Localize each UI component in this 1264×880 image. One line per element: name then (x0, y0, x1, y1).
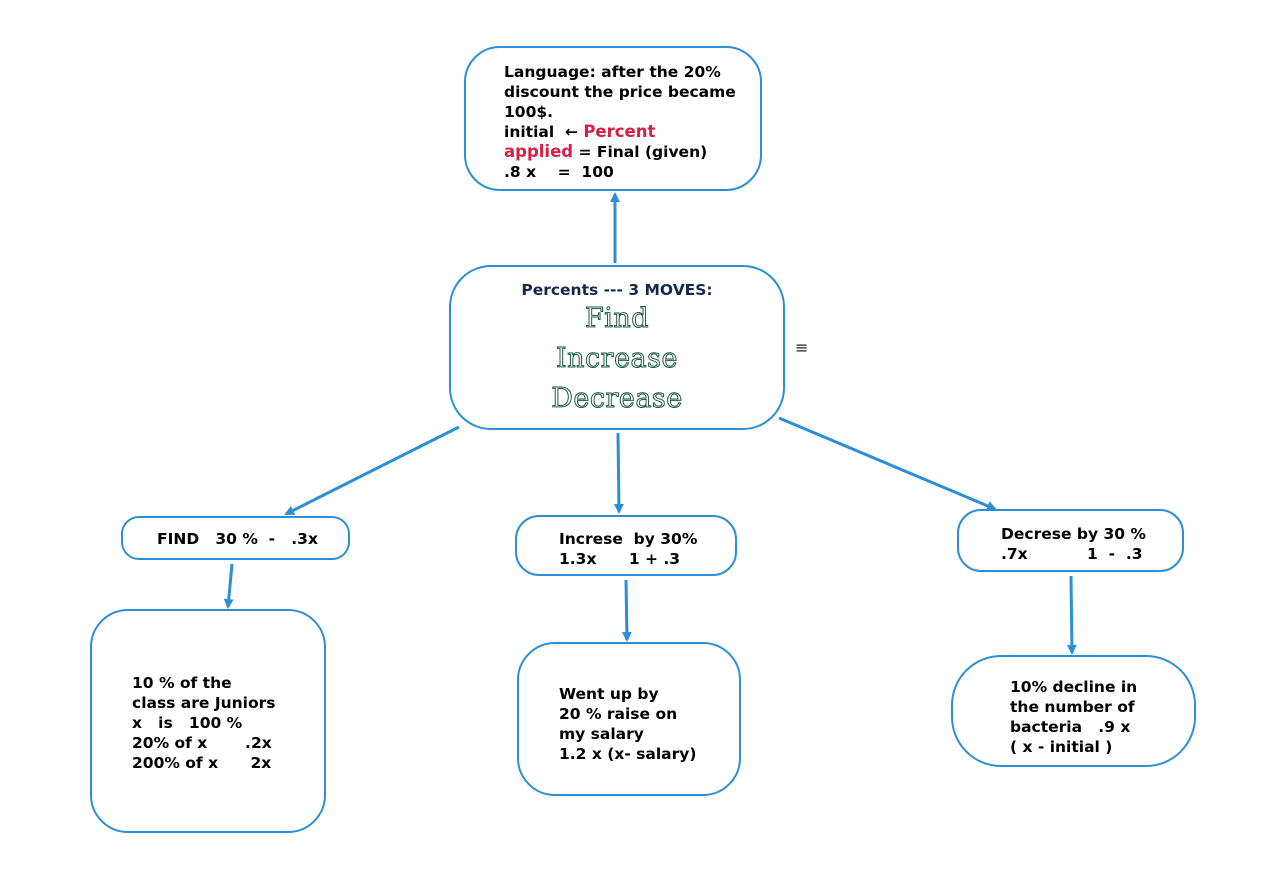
decrease-node[interactable]: Decrese by 30 % .7x 1 - .3 (957, 509, 1184, 572)
find-example-node[interactable]: 10 % of the class are Juniors x is 100 %… (90, 609, 326, 833)
decrease-example-node[interactable]: 10% decline in the number of bacteria .9… (951, 655, 1196, 767)
menu-icon[interactable]: ≡ (795, 338, 809, 357)
percents-moves-node[interactable]: Percents --- 3 MOVES: Find Increase Decr… (449, 265, 785, 430)
language-line-3: 100$. (504, 103, 554, 121)
center-heading: Percents --- 3 MOVES: (521, 281, 713, 299)
language-line-2: discount the price became (504, 83, 736, 101)
applied-highlight: applied (504, 142, 574, 161)
arrow-find-to-example (223, 563, 234, 609)
increase-node[interactable]: Increse by 30% 1.3x 1 + .3 (515, 515, 737, 576)
move-increase: Increase (556, 343, 679, 375)
find-example-text: 10 % of the class are Juniors x is 100 %… (132, 674, 276, 772)
decrease-text: Decrese by 30 % .7x 1 - .3 (1001, 525, 1146, 563)
move-decrease: Decrease (551, 383, 683, 415)
find-text: FIND 30 % - .3x (157, 530, 318, 548)
find-node[interactable]: FIND 30 % - .3x (121, 516, 350, 560)
move-find: Find (584, 303, 650, 335)
language-line-1: Language: after the 20% (504, 63, 721, 81)
decrease-example-text: 10% decline in the number of bacteria .9… (1010, 678, 1138, 756)
language-line-6: .8 x = 100 (504, 163, 614, 181)
language-text: Language: after the 20% discount the pri… (504, 62, 736, 182)
language-line-4: initial ← (504, 123, 584, 141)
increase-example-text: Went up by 20 % raise on my salary 1.2 x… (559, 685, 697, 763)
increase-text: Increse by 30% 1.3x 1 + .3 (559, 530, 698, 568)
increase-example-node[interactable]: Went up by 20 % raise on my salary 1.2 x… (517, 642, 741, 796)
arrow-center-to-increase (613, 432, 624, 514)
arrow-decrease-to-example (1066, 575, 1077, 655)
language-line-5: = Final (given) (573, 143, 708, 161)
language-node[interactable]: Language: after the 20% discount the pri… (464, 46, 762, 191)
arrow-increase-to-example (621, 579, 632, 642)
percent-highlight: Percent (583, 122, 656, 141)
arrow-center-to-decrease (778, 416, 997, 511)
arrow-center-to-find (284, 425, 460, 516)
